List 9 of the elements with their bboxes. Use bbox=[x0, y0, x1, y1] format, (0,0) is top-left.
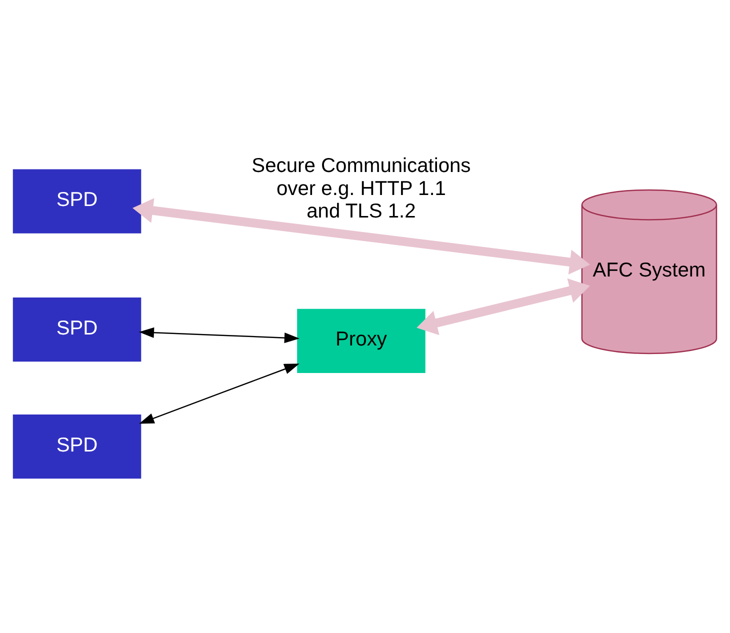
arrow bbox=[416, 278, 590, 335]
node-box: SPD bbox=[12, 414, 142, 478]
arrow bbox=[132, 198, 590, 274]
arrow bbox=[139, 363, 300, 424]
arrow bbox=[138, 326, 300, 343]
node-box: SPD bbox=[12, 297, 142, 362]
node-box: Proxy bbox=[297, 308, 426, 372]
edge-label: Secure Communications over e.g. HTTP 1.1 and TLS 1.2 bbox=[252, 154, 471, 222]
node-box: SPD bbox=[12, 168, 142, 233]
